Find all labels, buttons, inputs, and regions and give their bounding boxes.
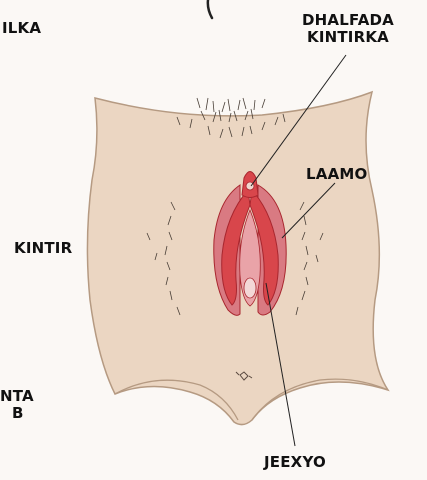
label-clitoris: KINTIR: [14, 240, 72, 257]
label-clitoral-hood: DHALFADA KINTIRKA: [293, 12, 403, 46]
label-clitoral-hood-line2: KINTIRKA: [293, 29, 403, 46]
label-bottom-left-line2: B: [0, 405, 34, 422]
top-pen-stroke: [208, 0, 212, 18]
label-clitoral-hood-line1: DHALFADA: [293, 12, 403, 29]
label-top-left: ILKA: [2, 20, 41, 37]
vaginal-opening: [244, 278, 256, 298]
label-vestibule: JEEXYO: [264, 454, 326, 471]
label-bottom-left-line1: NTA: [0, 388, 34, 405]
label-labia: LAAMO: [306, 166, 367, 183]
label-bottom-left: NTA B: [0, 388, 34, 422]
